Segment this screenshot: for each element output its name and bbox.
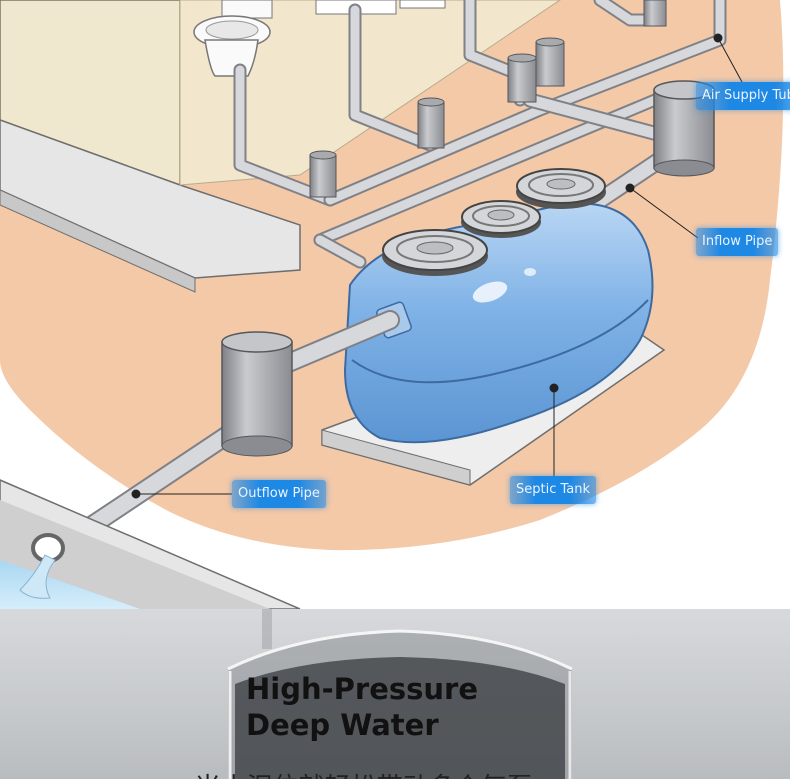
label-air-supply-tube: Air Supply Tube: [696, 82, 790, 110]
manhole-lid: [461, 200, 541, 238]
label-inflow-pipe: Inflow Pipe: [696, 228, 779, 256]
drainage-channel: [0, 479, 301, 609]
manhole-lid: [516, 168, 606, 209]
septic-system-illustration: [0, 0, 784, 609]
manhole-lid: [382, 229, 488, 276]
internal-pipes: [233, 0, 727, 269]
banner-headline-2: Deep Water: [246, 708, 439, 742]
septic-tank: [343, 168, 654, 444]
label-septic-tank: Septic Tank: [510, 476, 597, 504]
glass-cylinder-image: [227, 609, 573, 779]
inspection-chamber-left: [221, 331, 293, 457]
toilet-icon: [193, 0, 273, 77]
label-outflow-pipe: Outflow Pipe: [232, 480, 326, 508]
vent-stubs: [309, 0, 667, 198]
product-photo-banner: High-Pressure Deep Water ○米小泥位就轻松带动多个气泵: [0, 609, 790, 779]
banner-headline-1: High-Pressure: [246, 672, 479, 706]
banner-subtitle: ○米小泥位就轻松带动多个气泵: [172, 767, 533, 779]
label-leader-lines: [131, 33, 743, 499]
